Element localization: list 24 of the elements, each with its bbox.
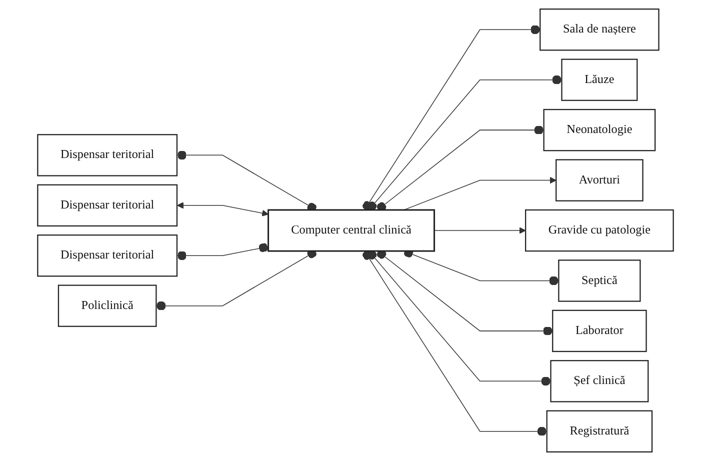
- connector: [176, 243, 269, 260]
- connector: [367, 75, 562, 211]
- arrow: [434, 227, 526, 234]
- arrow: [404, 176, 556, 210]
- node-box: Computer central clinică: [268, 209, 436, 252]
- node-box: Dispensar teritorial: [37, 184, 178, 226]
- connector: [362, 250, 548, 436]
- node-box: Dispensar teritorial: [37, 134, 178, 176]
- connector: [367, 250, 552, 386]
- node-box: Laborator: [552, 310, 647, 352]
- node-box: Gravide cu patologie: [525, 209, 674, 252]
- node-box: Sala de naștere: [540, 8, 660, 51]
- connector: [376, 250, 553, 336]
- arrow: [176, 202, 269, 216]
- node-box: Registratură: [546, 410, 653, 452]
- node-box: Septică: [558, 260, 641, 302]
- node-box: Lăuze: [561, 58, 638, 101]
- connector: [362, 25, 540, 210]
- connector: [376, 125, 544, 212]
- node-box: Șef clinică: [550, 360, 649, 402]
- node-box: Dispensar teritorial: [37, 234, 178, 277]
- node-box: Neonatologie: [543, 108, 656, 152]
- node-box: Avorturi: [556, 159, 644, 202]
- node-box: Policlinică: [58, 284, 157, 327]
